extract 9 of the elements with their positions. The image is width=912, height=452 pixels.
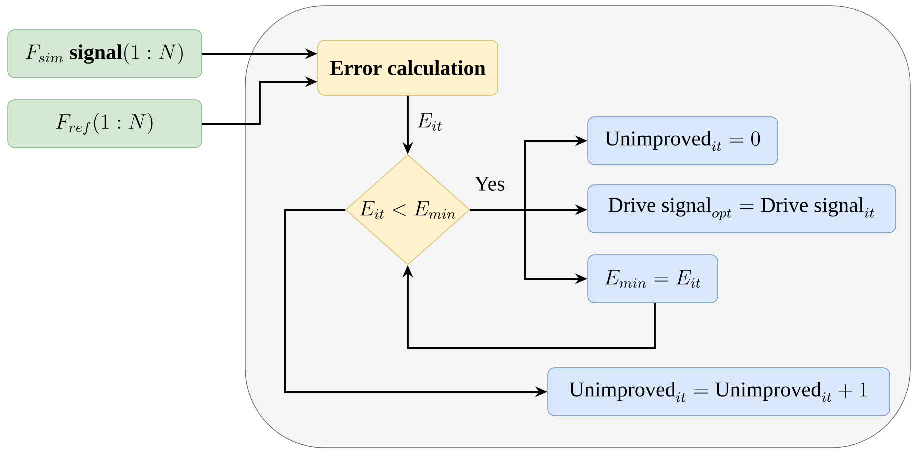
- process-box: Error calculation: [318, 40, 498, 96]
- assignment-box: $E_{min} = E_{it}$: [588, 254, 718, 304]
- input-box: $F_{ref}(1:N)$: [8, 100, 202, 148]
- assignment-box: $\text{Unimproved}_{it} = \text{Unimproved}_{it} + 1$: [548, 368, 890, 416]
- edge-label: Yes: [472, 175, 508, 193]
- assignment-box: $\text{Unimproved}_{it} = 0$: [588, 116, 778, 166]
- assignment-box: $\text{Drive signal}_{opt} = \text{Drive signal}_{it}$: [588, 184, 896, 234]
- input-box: $F_{sim}\ \textbf{signal}(1:N)$: [8, 30, 202, 78]
- edge-label: $E_{it}$: [414, 111, 446, 133]
